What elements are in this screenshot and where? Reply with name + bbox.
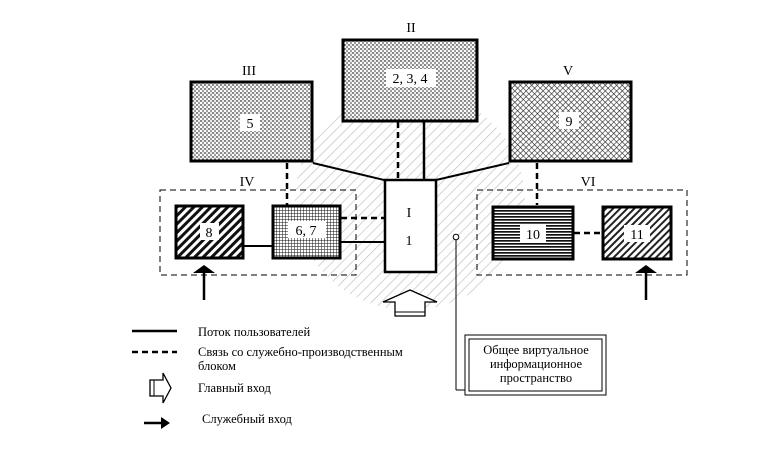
legend-main-entrance-icon bbox=[149, 372, 172, 404]
group-vi-boundary bbox=[476, 189, 688, 276]
legend-service-link-label-1: Связь со служебно-производственным bbox=[198, 345, 403, 359]
virtual-space-label-1: Общее виртуальное bbox=[483, 343, 589, 357]
block-v-number: 9 bbox=[566, 115, 573, 130]
block-10-label-bg bbox=[520, 225, 546, 242]
block-i bbox=[383, 178, 438, 274]
block-11-label-bg bbox=[624, 225, 650, 242]
legend-main-entrance-label: Главный вход bbox=[198, 381, 271, 395]
block-iii-roman: III bbox=[242, 64, 256, 79]
block-6-7-number: 6, 7 bbox=[296, 224, 317, 239]
group-vi-roman: VI bbox=[581, 175, 596, 190]
block-v-roman: V bbox=[563, 64, 573, 79]
block-ii-number: 2, 3, 4 bbox=[393, 72, 428, 87]
legend-service-entrance-icon bbox=[144, 417, 170, 429]
block-ii-label-bg bbox=[386, 69, 436, 87]
virtual-space-box-inner bbox=[468, 338, 603, 392]
block-11-number: 11 bbox=[630, 228, 643, 243]
block-8-number: 8 bbox=[206, 226, 213, 241]
block-iii-label-bg bbox=[240, 114, 260, 131]
virtual-space-pointer bbox=[452, 233, 465, 391]
virtual-space-box-outer bbox=[464, 334, 607, 396]
legend-service-entrance-label: Служебный вход bbox=[202, 412, 293, 426]
service-entrance-arrow-left bbox=[193, 265, 215, 300]
service-entrance-arrow-right bbox=[635, 265, 657, 300]
virtual-space-label-2: информационное bbox=[490, 357, 583, 371]
connections bbox=[244, 122, 602, 247]
block-6-7-label-bg bbox=[288, 221, 326, 238]
main-entrance-arrow bbox=[382, 289, 438, 317]
group-iv-roman: IV bbox=[240, 175, 255, 190]
block-ii-roman: II bbox=[406, 21, 416, 36]
block-v-label-bg bbox=[559, 112, 579, 129]
block-10-number: 10 bbox=[526, 228, 540, 243]
block-8-label-bg bbox=[200, 223, 219, 240]
virtual-space-label-3: пространство bbox=[500, 371, 572, 385]
block-i-number: 1 bbox=[406, 234, 413, 249]
legend: Поток пользователей Связь со служебно-пр… bbox=[132, 325, 403, 429]
block-iii-number: 5 bbox=[247, 117, 254, 132]
legend-user-flow-label: Поток пользователей bbox=[198, 325, 310, 339]
block-i-roman: I bbox=[407, 206, 412, 221]
legend-service-link-label-2: блоком bbox=[198, 359, 236, 373]
